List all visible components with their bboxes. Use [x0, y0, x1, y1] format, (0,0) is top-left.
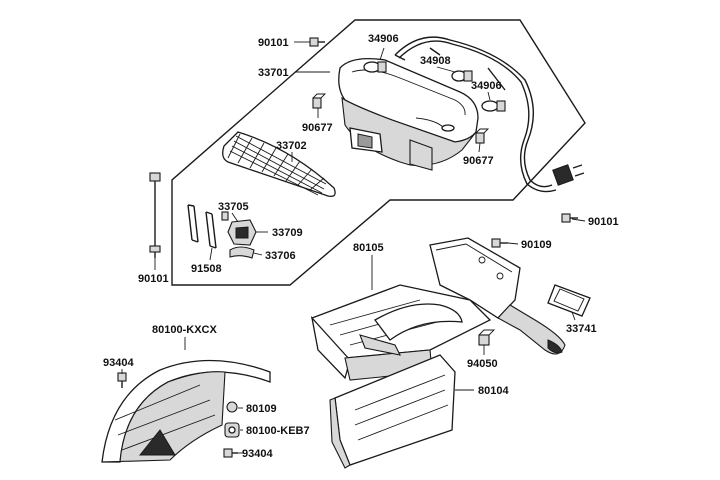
rubber-80100-keb7: [224, 422, 240, 438]
bulb-34906-right: [481, 100, 506, 112]
label-90677-right: 90677: [463, 155, 494, 167]
license-light-33741: [547, 284, 591, 317]
rear-fender-80100: [101, 359, 271, 463]
nut-90677-right: [475, 128, 490, 144]
label-80105: 80105: [353, 242, 384, 254]
license-holder: [429, 237, 566, 355]
fender-bracket-80105: [310, 284, 492, 381]
bolt-33705: [221, 211, 229, 221]
lens-33702: [222, 131, 336, 197]
reflector-33709: [227, 219, 257, 246]
bracket-91508: [187, 204, 217, 249]
plate-33706: [229, 246, 255, 259]
bolt-90101-top: [309, 37, 325, 47]
wiring-harness: [394, 36, 585, 193]
label-80109: 80109: [246, 403, 277, 415]
taillight-group-border: [171, 19, 586, 286]
label-33709: 33709: [272, 227, 303, 239]
label-80100-keb7: 80100-KEB7: [246, 425, 310, 437]
label-33705: 33705: [218, 201, 249, 213]
label-80100-kxcx: 80100-KXCX: [152, 324, 217, 336]
leader-lines: [121, 41, 586, 454]
bolt-93404-bottom: [223, 448, 238, 458]
label-93404-bottom: 93404: [242, 448, 273, 460]
label-91508: 91508: [191, 263, 222, 275]
inner-fender-80104: [329, 354, 456, 469]
label-33706: 33706: [265, 250, 296, 262]
bulb-34906-top: [363, 61, 387, 73]
label-90109: 90109: [521, 239, 552, 251]
label-34906-top: 34906: [368, 33, 399, 45]
label-90101-right: 90101: [588, 216, 619, 228]
label-93404-top: 93404: [103, 357, 134, 369]
nut-90677-left: [312, 93, 327, 109]
collar-80109: [226, 401, 238, 413]
part-labels: 90101 33701 34906 34908 34906 90677 9067…: [103, 33, 619, 460]
bolt-90101-left: [149, 172, 161, 258]
label-33702: 33702: [276, 140, 307, 152]
bolt-90109: [491, 238, 508, 248]
label-94050: 94050: [467, 358, 498, 370]
nut-94050: [478, 329, 496, 346]
bulb-34908: [451, 70, 473, 82]
label-90101-left: 90101: [138, 273, 169, 285]
label-90677-left: 90677: [302, 122, 333, 134]
bolt-93404-top: [117, 372, 127, 388]
label-33741: 33741: [566, 323, 597, 335]
label-80104: 80104: [478, 385, 509, 397]
label-34908: 34908: [420, 55, 451, 67]
label-33701: 33701: [258, 67, 289, 79]
label-90101-top: 90101: [258, 37, 289, 49]
taillight-housing: [338, 57, 479, 171]
bolt-90101-right: [561, 213, 578, 223]
label-34906-right: 34906: [471, 80, 502, 92]
